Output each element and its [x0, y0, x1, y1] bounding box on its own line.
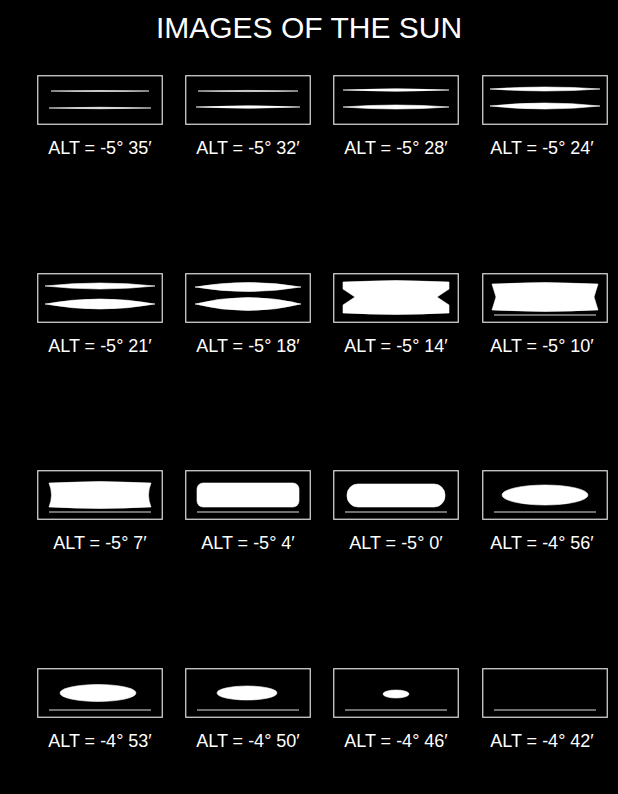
panel-frame	[38, 76, 163, 125]
sun-image	[37, 470, 163, 520]
sun-image	[333, 273, 459, 323]
altitude-label: ALT = -5° 21′	[26, 336, 174, 357]
horizon-line	[49, 709, 151, 710]
sun-image	[185, 668, 311, 718]
sun-panel: ALT = -4° 53′	[26, 668, 174, 752]
panel-frame	[483, 669, 608, 718]
altitude-label: ALT = -5° 10′	[468, 336, 616, 357]
sun-shape	[490, 87, 600, 91]
panel-frame	[334, 274, 459, 323]
sun-image	[185, 470, 311, 520]
sun-shape	[343, 105, 449, 109]
sun-panel: ALT = -5° 32′	[174, 75, 322, 159]
horizon-line	[197, 511, 299, 512]
sun-shape	[49, 482, 151, 509]
altitude-label: ALT = -5° 35′	[26, 138, 174, 159]
altitude-label: ALT = -5° 18′	[174, 336, 322, 357]
sun-panel: ALT = -5° 0′	[322, 470, 470, 554]
altitude-label: ALT = -4° 53′	[26, 731, 174, 752]
horizon-line	[345, 511, 447, 512]
altitude-label: ALT = -5° 7′	[26, 533, 174, 554]
sun-image	[333, 668, 459, 718]
sun-image	[482, 273, 608, 323]
sun-panel: ALT = -5° 7′	[26, 470, 174, 554]
sun-shape	[195, 298, 301, 311]
horizon-line	[197, 709, 299, 710]
sun-panel: ALT = -4° 56′	[468, 470, 616, 554]
sun-shape	[217, 686, 277, 700]
sun-image	[482, 668, 608, 718]
sun-shape	[490, 103, 600, 109]
sun-shape	[49, 107, 151, 109]
altitude-label: ALT = -5° 24′	[468, 138, 616, 159]
panel-frame	[186, 471, 311, 520]
altitude-label: ALT = -4° 46′	[322, 731, 470, 752]
sun-panel: ALT = -4° 42′	[468, 668, 616, 752]
sun-panel: ALT = -5° 10′	[468, 273, 616, 357]
sun-panel: ALT = -5° 18′	[174, 273, 322, 357]
sun-shape	[383, 690, 409, 698]
sun-image	[333, 470, 459, 520]
sun-panel: ALT = -5° 4′	[174, 470, 322, 554]
panel-frame	[334, 76, 459, 125]
panel-frame	[38, 274, 163, 323]
sun-panel: ALT = -5° 21′	[26, 273, 174, 357]
panel-frame	[38, 669, 163, 718]
panel-frame	[483, 76, 608, 125]
sun-image	[185, 75, 311, 125]
sun-panel: ALT = -5° 28′	[322, 75, 470, 159]
sun-image	[37, 668, 163, 718]
sun-shape	[51, 91, 149, 92]
sun-panel: ALT = -4° 50′	[174, 668, 322, 752]
sun-shape	[196, 106, 300, 109]
horizon-line	[494, 709, 596, 710]
sun-panel: ALT = -4° 46′	[322, 668, 470, 752]
sun-shape	[45, 283, 155, 289]
altitude-label: ALT = -4° 42′	[468, 731, 616, 752]
panel-frame	[186, 274, 311, 323]
sun-shape	[195, 283, 301, 292]
panel-frame	[483, 274, 608, 323]
sun-image	[333, 75, 459, 125]
horizon-line	[494, 511, 596, 512]
horizon-line	[494, 314, 596, 315]
altitude-label: ALT = -5° 28′	[322, 138, 470, 159]
sun-image	[185, 273, 311, 323]
sun-shape	[492, 283, 598, 312]
altitude-label: ALT = -4° 50′	[174, 731, 322, 752]
sun-image	[37, 273, 163, 323]
panel-frame	[186, 76, 311, 125]
panel-frame	[38, 471, 163, 520]
altitude-label: ALT = -4° 56′	[468, 533, 616, 554]
sun-image	[482, 75, 608, 125]
sun-shape	[60, 685, 136, 702]
title: IMAGES OF THE SUN	[0, 10, 618, 46]
panel-frame	[483, 471, 608, 520]
altitude-label: ALT = -5° 4′	[174, 533, 322, 554]
sun-shape	[197, 483, 299, 507]
sun-image	[482, 470, 608, 520]
altitude-label: ALT = -5° 0′	[322, 533, 470, 554]
sun-panel: ALT = -5° 24′	[468, 75, 616, 159]
sun-shape	[343, 281, 449, 315]
sun-panel: ALT = -5° 35′	[26, 75, 174, 159]
altitude-label: ALT = -5° 14′	[322, 336, 470, 357]
sun-shape	[347, 484, 445, 507]
sun-shape	[343, 89, 449, 92]
sun-shape	[45, 299, 155, 309]
sun-shape	[198, 90, 298, 91]
sun-shape	[502, 485, 588, 505]
panel-frame	[186, 669, 311, 718]
panel-frame	[334, 471, 459, 520]
horizon-line	[49, 511, 151, 512]
altitude-label: ALT = -5° 32′	[174, 138, 322, 159]
sun-image	[37, 75, 163, 125]
panel-frame	[334, 669, 459, 718]
horizon-line	[345, 709, 447, 710]
sun-panel: ALT = -5° 14′	[322, 273, 470, 357]
